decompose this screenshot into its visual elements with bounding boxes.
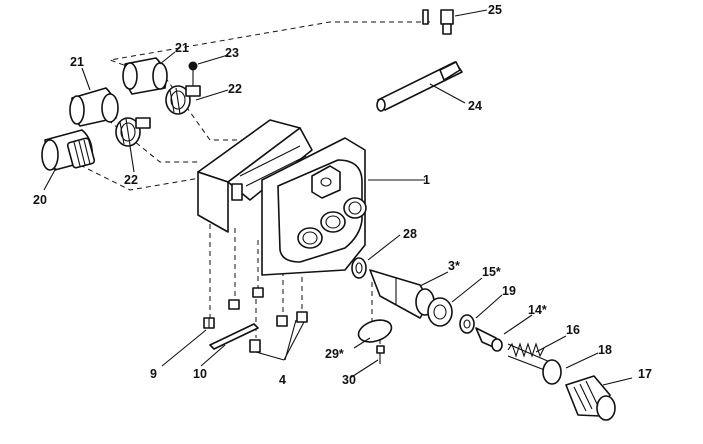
callout-20: 20	[33, 193, 47, 207]
callout-16: 16	[566, 323, 580, 337]
poppet-part-14	[475, 327, 503, 352]
seal-part-15	[427, 297, 453, 327]
rod-part-24	[376, 61, 463, 112]
callout-24: 24	[468, 99, 482, 113]
callout-17: 17	[638, 367, 652, 381]
fitting-part-25	[422, 9, 454, 35]
callout-labels: 1 3* 4 9 10 14* 15* 16 17 18 19 20 21 21…	[33, 3, 652, 387]
leader-lines	[43, 9, 633, 386]
callout-21-upper: 21	[175, 41, 189, 55]
callout-15: 15*	[482, 265, 501, 279]
callout-10: 10	[193, 367, 207, 381]
callout-28: 28	[403, 227, 417, 241]
screw-part-23	[188, 61, 198, 86]
valve-part-3	[369, 269, 435, 319]
nuts-part-4	[228, 287, 308, 353]
callout-22-lower: 22	[124, 173, 138, 187]
callout-23: 23	[225, 46, 239, 60]
strap-part-10	[209, 323, 259, 350]
fitting-part-20	[41, 129, 96, 171]
housing-part-1	[197, 119, 367, 276]
screw-part-30	[376, 345, 385, 364]
callout-1: 1	[423, 173, 430, 187]
oring-part-18	[542, 359, 562, 385]
clamp-part-22-lower	[115, 117, 151, 147]
cover-part-29	[357, 319, 393, 343]
callout-4: 4	[279, 373, 286, 387]
callout-14: 14*	[528, 303, 547, 317]
clamp-part-22-upper	[165, 85, 201, 115]
callout-21-lower: 21	[70, 55, 84, 69]
screw-part-9	[203, 317, 215, 329]
callout-30: 30	[342, 373, 356, 387]
callout-29: 29*	[325, 347, 344, 361]
callout-22-upper: 22	[228, 82, 242, 96]
fitting-part-21-lower	[69, 87, 119, 127]
washer-part-19	[459, 314, 475, 334]
callout-19: 19	[502, 284, 516, 298]
oring-part-28	[351, 257, 367, 279]
callout-3: 3*	[448, 259, 460, 273]
callout-25: 25	[488, 3, 502, 17]
callout-18: 18	[598, 343, 612, 357]
plug-part-17	[565, 375, 616, 421]
callout-9: 9	[150, 367, 157, 381]
